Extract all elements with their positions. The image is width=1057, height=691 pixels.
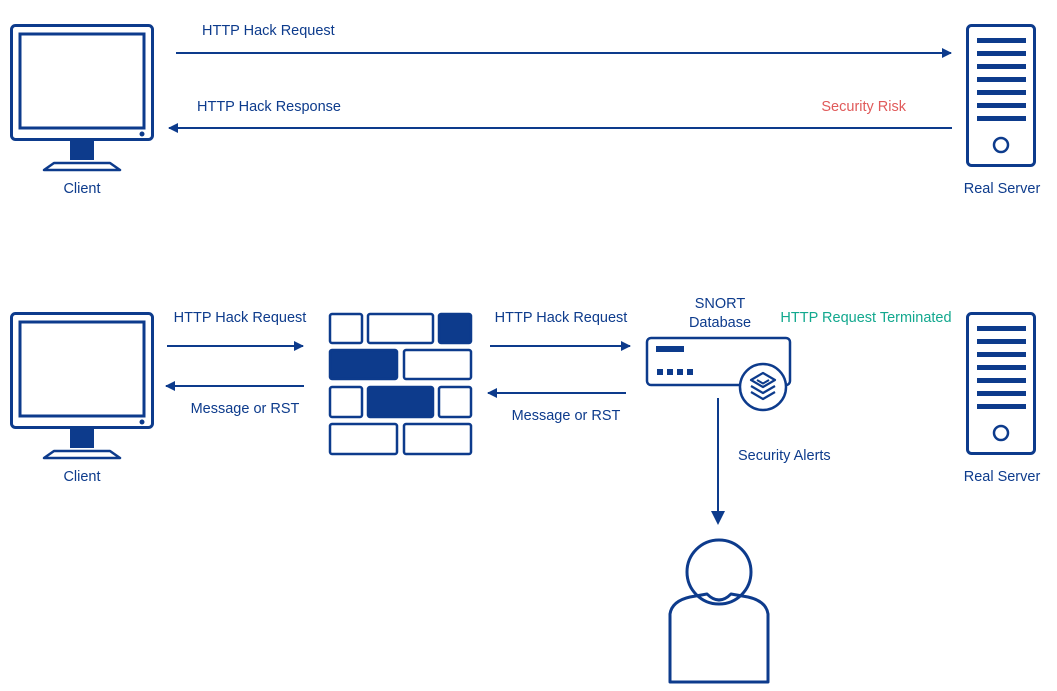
- firewall-brick-icon: [328, 312, 473, 456]
- security-alerts-label: Security Alerts: [738, 448, 831, 464]
- database-badge-icon: [738, 362, 788, 412]
- bottom-client-monitor-icon: [10, 312, 154, 460]
- database-label: Database: [689, 315, 751, 331]
- request-terminated-label: HTTP Request Terminated: [780, 310, 951, 326]
- user-icon: [668, 538, 770, 684]
- top-server-icon: [966, 24, 1036, 167]
- top-client-label: Client: [63, 181, 100, 197]
- bottom-left-message-label: Message or RST: [191, 401, 300, 417]
- bottom-right-message-label: Message or RST: [512, 408, 621, 424]
- snort-appliance-icon: [645, 336, 792, 412]
- bottom-server-label: Real Server: [964, 469, 1041, 485]
- snort-label: SNORT: [695, 296, 746, 312]
- bottom-client-label: Client: [63, 469, 100, 485]
- bottom-left-request-label: HTTP Hack Request: [174, 310, 307, 326]
- security-risk-label: Security Risk: [821, 99, 906, 115]
- top-response-label: HTTP Hack Response: [197, 99, 341, 115]
- top-request-label: HTTP Hack Request: [202, 23, 335, 39]
- bottom-right-request-label: HTTP Hack Request: [495, 310, 628, 326]
- bottom-server-icon: [966, 312, 1036, 455]
- client-monitor-icon: [10, 24, 154, 172]
- top-server-label: Real Server: [964, 181, 1041, 197]
